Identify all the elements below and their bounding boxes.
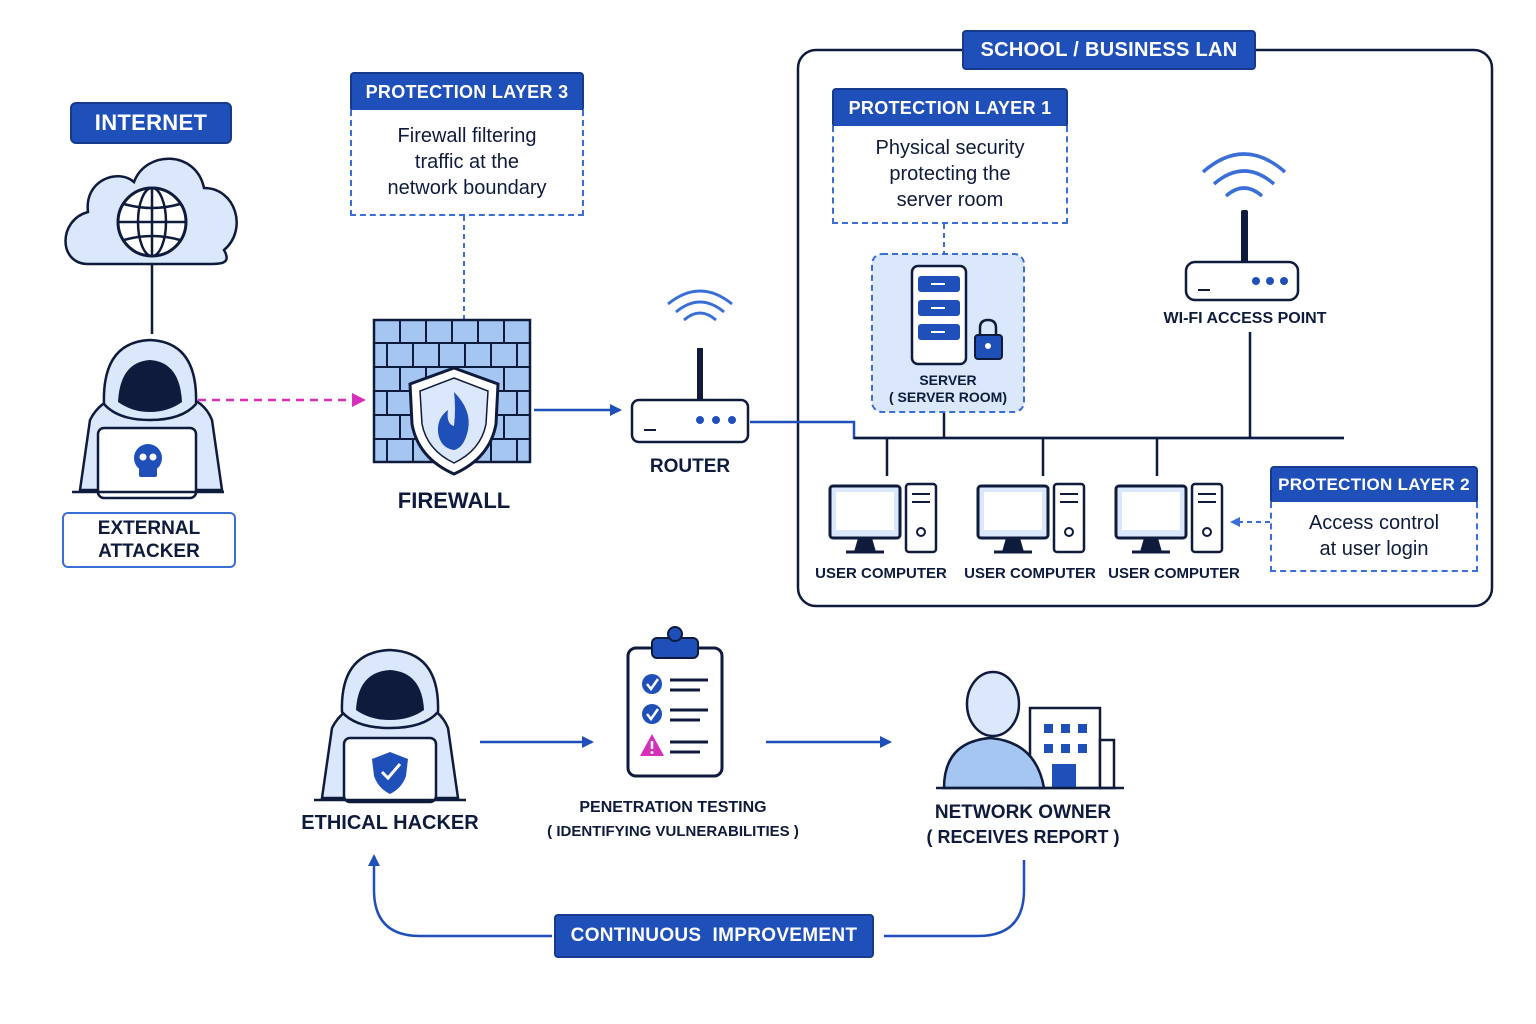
layer1-tag-text: PROTECTION LAYER 1 — [848, 97, 1052, 118]
cloud-globe-icon — [64, 157, 238, 266]
layer1-line2: protecting the — [889, 163, 1011, 185]
layer3-line1: Firewall filtering — [397, 125, 537, 147]
lan-title-tag: SCHOOL / BUSINESS LAN — [962, 30, 1256, 70]
network-owner-label: NETWORK OWNER ( RECEIVES REPORT ) — [916, 800, 1130, 850]
layer1-line1: Physical security — [875, 137, 1025, 159]
user-computer-label: USER COMPUTER — [1108, 565, 1240, 582]
server-lock-icon — [910, 264, 1003, 366]
router-uplink — [750, 420, 1344, 440]
owner-label-line2: ( RECEIVES REPORT ) — [926, 827, 1120, 847]
hooded-attacker-icon — [72, 338, 224, 500]
ethical-hacker-label: ETHICAL HACKER — [301, 812, 479, 834]
wifi-access-point-icon — [1184, 152, 1300, 302]
loop-arrow-to-hacker — [368, 854, 552, 938]
pentest-label-line2: ( IDENTIFYING VULNERABILITIES ) — [547, 823, 799, 840]
lan-title: SCHOOL / BUSINESS LAN — [980, 38, 1238, 61]
layer2-description: Access control at user login — [1270, 502, 1478, 572]
layer1-line3: server room — [896, 189, 1004, 211]
layer2-line1: Access control — [1308, 512, 1440, 534]
network-owner-building-icon — [936, 670, 1124, 790]
user-computer-label: USER COMPUTER — [964, 565, 1096, 582]
server-label-line1: SERVER — [919, 372, 977, 388]
lan-bus — [854, 332, 1344, 476]
layer3-description: Firewall filtering traffic at the networ… — [350, 110, 584, 216]
server-label-line2: ( SERVER ROOM) — [889, 389, 1007, 405]
layer2-tag-text: PROTECTION LAYER 2 — [1278, 475, 1470, 494]
desktop-computer-icon — [976, 482, 1086, 554]
firewall-label: FIREWALL — [397, 488, 511, 513]
loop-return-line — [884, 860, 1026, 938]
continuous-improvement-label: CONTINUOUS IMPROVEMENT — [570, 925, 858, 946]
checklist-clipboard-icon — [626, 626, 724, 778]
router-icon — [630, 289, 750, 444]
layer1-tag: PROTECTION LAYER 1 — [832, 88, 1068, 128]
internet-label: INTERNET — [94, 110, 208, 135]
server-label: SERVER ( SERVER ROOM) — [872, 372, 1024, 406]
user-computer-label: USER COMPUTER — [815, 565, 947, 582]
pentest-label: PENETRATION TESTING ( IDENTIFYING VULNER… — [534, 796, 812, 844]
layer3-line2: traffic at the — [414, 151, 520, 173]
layer1-description: Physical security protecting the server … — [832, 126, 1068, 224]
continuous-improvement-tag: CONTINUOUS IMPROVEMENT — [554, 914, 874, 958]
layer2-line2: at user login — [1319, 538, 1429, 560]
desktop-computer-icon — [828, 482, 938, 554]
pentest-label-line1: PENETRATION TESTING — [579, 799, 767, 816]
internet-tag: INTERNET — [70, 102, 232, 144]
attacker-label-box: EXTERNAL ATTACKER — [62, 512, 236, 568]
firewall-brick-icon — [372, 318, 532, 476]
attacker-label-line1: EXTERNAL — [97, 518, 201, 539]
layer3-line3: network boundary — [387, 177, 547, 199]
owner-label-line1: NETWORK OWNER — [934, 802, 1112, 823]
layer3-tag-text: PROTECTION LAYER 3 — [365, 81, 569, 102]
attacker-label-line2: ATTACKER — [98, 541, 200, 562]
layer2-tag: PROTECTION LAYER 2 — [1270, 466, 1478, 504]
wifi-label: WI-FI ACCESS POINT — [1163, 310, 1327, 327]
layer3-tag: PROTECTION LAYER 3 — [350, 72, 584, 112]
ethical-hacker-icon — [314, 648, 466, 804]
desktop-computer-icon — [1114, 482, 1224, 554]
router-label: ROUTER — [649, 456, 731, 477]
